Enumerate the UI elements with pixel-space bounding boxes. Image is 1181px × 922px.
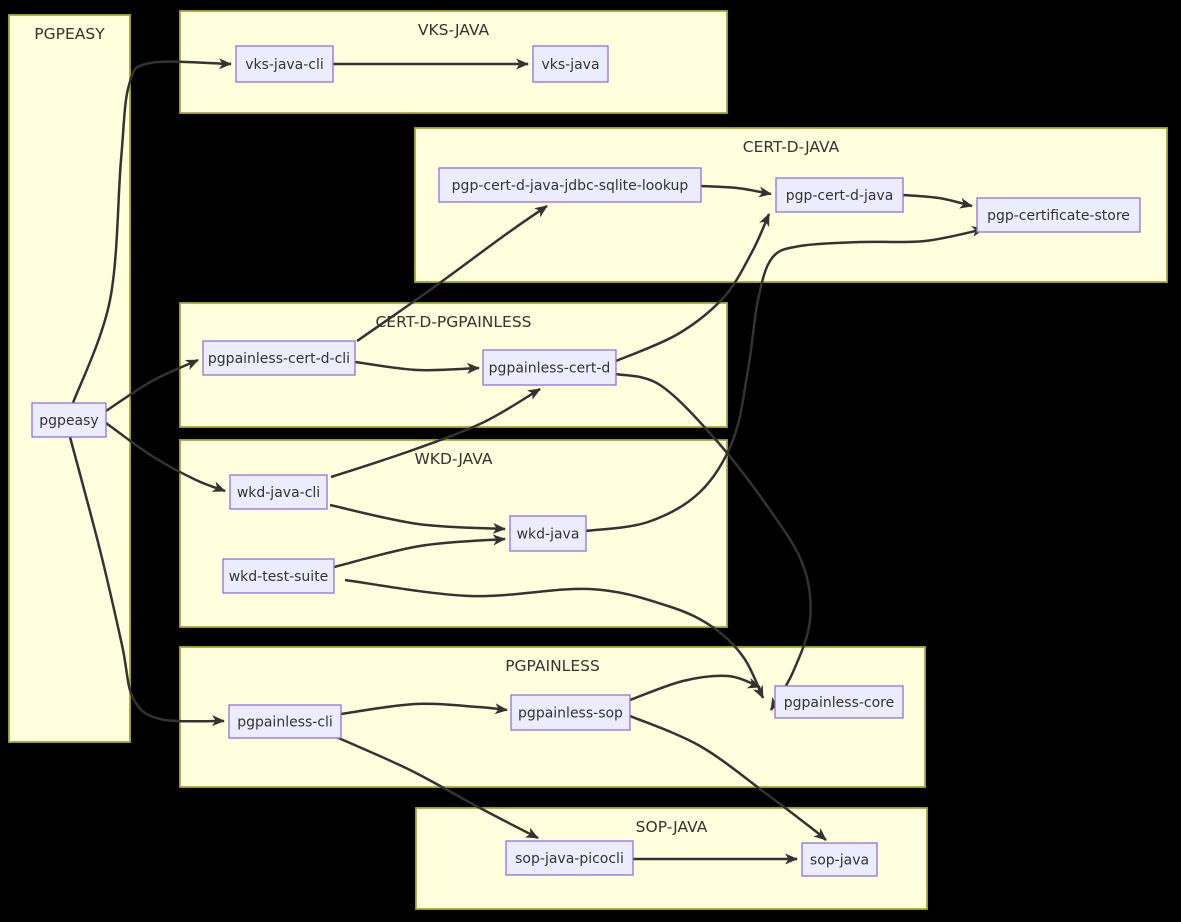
node-label-wkd-test-suite: wkd-test-suite bbox=[229, 569, 329, 585]
edge-pgpeasy-to-pgpainless-cli bbox=[68, 436, 225, 727]
node-box-pgpainless-cert-d[interactable] bbox=[482, 349, 617, 386]
subgraph-label-cert-d-java-group: CERT-D-JAVA bbox=[743, 138, 840, 156]
subgraph-label-sop-java-group: SOP-JAVA bbox=[636, 818, 708, 836]
node-label-pgpainless-cert-d: pgpainless-cert-d bbox=[489, 361, 611, 377]
node-label-sop-java-picocli: sop-java-picocli bbox=[515, 851, 624, 867]
node-label-wkd-java-cli: wkd-java-cli bbox=[237, 485, 320, 501]
node-label-pgpeasy: pgpeasy bbox=[39, 413, 98, 429]
node-pgpainless-cli[interactable]: pgpainless-cli bbox=[228, 704, 342, 739]
node-box-sop-java[interactable] bbox=[801, 842, 878, 877]
edge-wkd-java-cli-to-wkd-java bbox=[329, 503, 506, 534]
edge-layer bbox=[68, 58, 985, 865]
edge-wkd-test-suite-to-pgpainless-core bbox=[344, 578, 765, 699]
node-wkd-java[interactable]: wkd-java bbox=[509, 515, 587, 552]
node-box-pgpeasy[interactable] bbox=[31, 402, 107, 438]
node-box-pgpainless-core[interactable] bbox=[774, 685, 904, 719]
node-box-vks-java-cli[interactable] bbox=[235, 45, 334, 83]
node-wkd-java-cli[interactable]: wkd-java-cli bbox=[229, 474, 328, 510]
node-pgpainless-core[interactable]: pgpainless-core bbox=[774, 685, 904, 719]
node-label-pgp-cert-d-java-jdbc-sqlite-lookup: pgp-cert-d-java-jdbc-sqlite-lookup bbox=[452, 178, 689, 194]
subgraph-pgpeasy-group: PGPEASY bbox=[8, 14, 131, 743]
edge-pgpeasy-to-pgpainless-cert-d-cli bbox=[105, 358, 199, 413]
node-pgpainless-sop[interactable]: pgpainless-sop bbox=[510, 694, 631, 731]
node-sop-java[interactable]: sop-java bbox=[801, 842, 878, 877]
subgraph-label-cert-d-pgpainless-group: CERT-D-PGPAINLESS bbox=[375, 313, 531, 331]
node-pgpeasy[interactable]: pgpeasy bbox=[31, 402, 107, 438]
node-box-wkd-java[interactable] bbox=[509, 515, 587, 552]
node-label-pgp-certificate-store: pgp-certificate-store bbox=[987, 208, 1130, 224]
edge-pgpainless-cert-d-to-pgp-cert-d-java bbox=[615, 213, 771, 363]
edge-pgpainless-cli-to-sop-java-picocli bbox=[333, 734, 539, 840]
node-box-pgp-certificate-store[interactable] bbox=[976, 197, 1141, 233]
node-box-sop-java-picocli[interactable] bbox=[505, 840, 634, 876]
node-vks-java[interactable]: vks-java bbox=[532, 45, 609, 83]
node-wkd-test-suite[interactable]: wkd-test-suite bbox=[222, 558, 335, 594]
node-box-wkd-test-suite[interactable] bbox=[222, 558, 335, 594]
edge-pgpainless-cert-d-to-pgpainless-core bbox=[615, 372, 812, 711]
node-box-pgpainless-cert-d-cli[interactable] bbox=[202, 340, 356, 376]
node-pgp-certificate-store[interactable]: pgp-certificate-store bbox=[976, 197, 1141, 233]
subgraph-label-vks-java-group: VKS-JAVA bbox=[418, 21, 490, 39]
edge-pgp-cert-d-java-jdbc-sqlite-lookup-to-pgp-cert-d-java bbox=[700, 184, 772, 198]
edge-pgpeasy-to-wkd-java-cli bbox=[105, 421, 226, 493]
edge-pgpainless-cert-d-cli-to-pgpainless-cert-d bbox=[354, 360, 480, 374]
node-label-pgpainless-core: pgpainless-core bbox=[784, 695, 894, 711]
node-box-wkd-java-cli[interactable] bbox=[229, 474, 328, 510]
edge-wkd-java-cli-to-pgpainless-cert-d bbox=[330, 387, 541, 479]
node-label-vks-java-cli: vks-java-cli bbox=[245, 57, 324, 73]
edge-pgpeasy-to-vks-java-cli bbox=[71, 58, 232, 404]
node-sop-java-picocli[interactable]: sop-java-picocli bbox=[505, 840, 634, 876]
node-label-sop-java: sop-java bbox=[810, 853, 869, 869]
edge-pgp-cert-d-java-to-pgp-certificate-store bbox=[902, 193, 973, 209]
node-label-pgp-cert-d-java: pgp-cert-d-java bbox=[786, 188, 894, 204]
subgraph-layer: PGPEASY VKS-JAVA CERT-D-JAVA CERT-D-PGPAINL… bbox=[8, 10, 1168, 910]
edge-wkd-java-to-pgp-certificate-store bbox=[585, 226, 985, 533]
node-pgpainless-cert-d[interactable]: pgpainless-cert-d bbox=[482, 349, 617, 386]
subgraph-label-wkd-java-group: WKD-JAVA bbox=[414, 450, 492, 468]
node-vks-java-cli[interactable]: vks-java-cli bbox=[235, 45, 334, 83]
edge-pgpainless-cli-to-pgpainless-sop bbox=[340, 702, 508, 716]
node-pgp-cert-d-java[interactable]: pgp-cert-d-java bbox=[775, 177, 904, 213]
node-box-vks-java[interactable] bbox=[532, 45, 609, 83]
node-box-pgp-cert-d-java-jdbc-sqlite-lookup[interactable] bbox=[438, 167, 702, 203]
node-box-pgpainless-sop[interactable] bbox=[510, 694, 631, 731]
edge-pgpainless-cert-d-cli-to-pgp-cert-d-java-jdbc-sqlite-lookup bbox=[356, 204, 548, 343]
edge-pgpainless-sop-to-pgpainless-core bbox=[629, 674, 761, 702]
node-label-pgpainless-sop: pgpainless-sop bbox=[518, 706, 623, 722]
node-label-wkd-java: wkd-java bbox=[517, 527, 580, 543]
subgraph-label-pgpainless-group: PGPAINLESS bbox=[505, 657, 600, 675]
node-label-vks-java: vks-java bbox=[541, 57, 599, 73]
node-layer: pgpeasy vks-java-cli vks-java pgp-cert-d-ja… bbox=[31, 45, 1141, 877]
node-pgpainless-cert-d-cli[interactable]: pgpainless-cert-d-cli bbox=[202, 340, 356, 376]
edge-pgpainless-sop-to-sop-java bbox=[629, 714, 827, 841]
node-box-pgpainless-cli[interactable] bbox=[228, 704, 342, 739]
node-pgp-cert-d-java-jdbc-sqlite-lookup[interactable]: pgp-cert-d-java-jdbc-sqlite-lookup bbox=[438, 167, 702, 203]
subgraph-box-pgpeasy-group bbox=[8, 14, 131, 743]
edge-wkd-test-suite-to-wkd-java bbox=[333, 534, 506, 569]
node-box-pgp-cert-d-java[interactable] bbox=[775, 177, 904, 213]
node-label-pgpainless-cli: pgpainless-cli bbox=[237, 715, 333, 731]
subgraph-label-pgpeasy-group: PGPEASY bbox=[34, 25, 105, 43]
node-label-pgpainless-cert-d-cli: pgpainless-cert-d-cli bbox=[208, 351, 350, 367]
